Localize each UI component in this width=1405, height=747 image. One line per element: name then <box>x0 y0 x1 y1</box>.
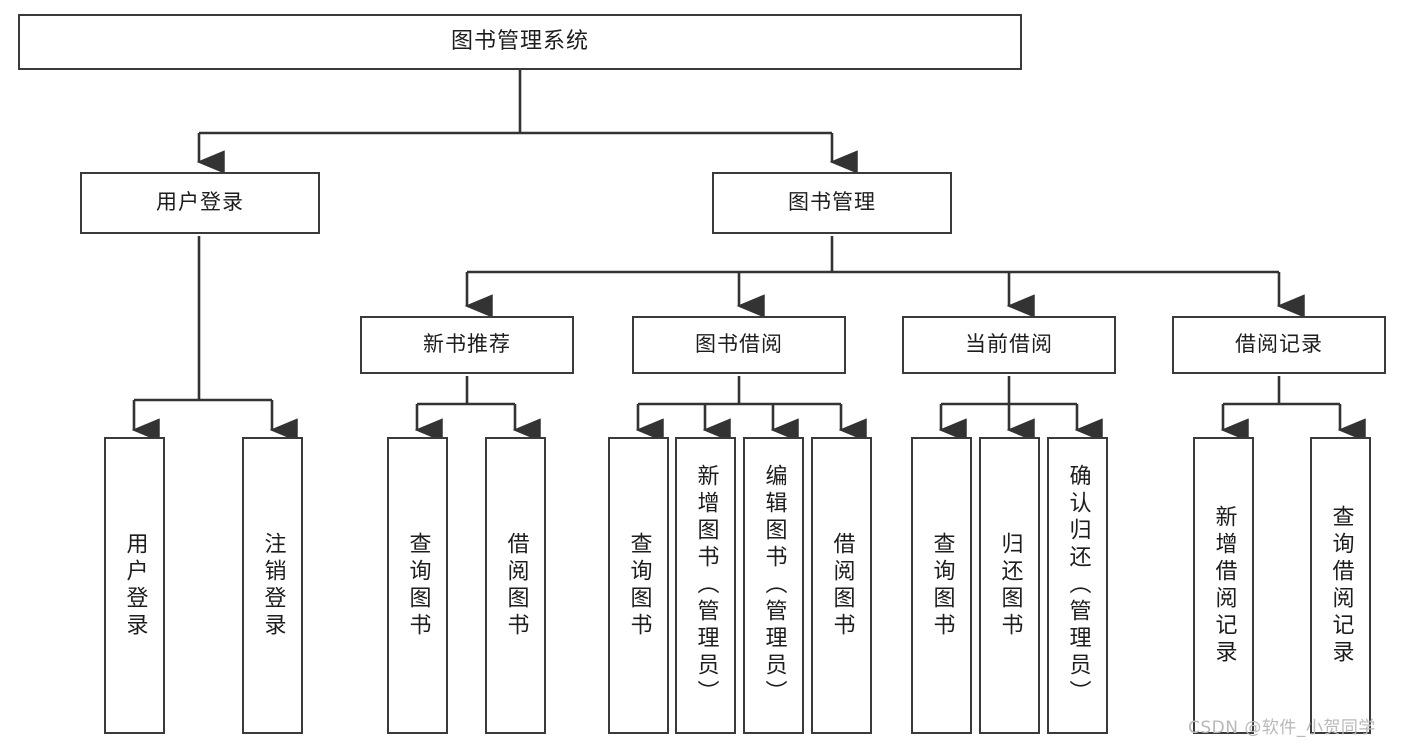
node-current-borrow-label: 当前借阅 <box>965 332 1053 357</box>
node-leaf-query-book-1-label: 查询图书 <box>405 531 431 640</box>
node-user-login-label: 用户登录 <box>156 190 244 215</box>
node-leaf-borrow-book-2[interactable]: 借阅图书 <box>811 437 872 734</box>
node-borrow-record-label: 借阅记录 <box>1235 332 1323 357</box>
watermark: CSDN @软件_小贺同学 <box>1188 718 1376 738</box>
node-book-management-label: 图书管理 <box>788 190 876 215</box>
node-leaf-query-book-2-label: 查询图书 <box>626 531 652 640</box>
node-leaf-borrow-book-1-label: 借阅图书 <box>503 531 529 640</box>
node-leaf-add-book[interactable]: 新增图书（管理员） <box>675 437 736 734</box>
node-book-management[interactable]: 图书管理 <box>712 172 952 234</box>
node-leaf-return-book-label: 归还图书 <box>997 531 1023 640</box>
node-leaf-logout-label: 注销登录 <box>260 531 286 640</box>
node-leaf-add-book-label: 新增图书（管理员） <box>693 464 719 707</box>
node-leaf-add-record[interactable]: 新增借阅记录 <box>1193 437 1254 734</box>
node-leaf-confirm-return[interactable]: 确认归还（管理员） <box>1047 437 1108 734</box>
node-leaf-return-book[interactable]: 归还图书 <box>979 437 1040 734</box>
node-root[interactable]: 图书管理系统 <box>18 14 1022 70</box>
node-root-label: 图书管理系统 <box>450 28 589 54</box>
node-leaf-query-record[interactable]: 查询借阅记录 <box>1310 437 1371 734</box>
node-leaf-query-book-3[interactable]: 查询图书 <box>911 437 972 734</box>
node-borrow-record[interactable]: 借阅记录 <box>1172 316 1386 374</box>
node-leaf-borrow-book-1[interactable]: 借阅图书 <box>485 437 546 734</box>
node-leaf-query-record-label: 查询借阅记录 <box>1328 504 1354 667</box>
node-leaf-add-record-label: 新增借阅记录 <box>1211 504 1237 667</box>
node-book-borrow[interactable]: 图书借阅 <box>632 316 846 374</box>
node-leaf-edit-book-label: 编辑图书（管理员） <box>761 464 787 707</box>
node-leaf-user-login-label: 用户登录 <box>122 531 148 640</box>
node-leaf-borrow-book-2-label: 借阅图书 <box>829 531 855 640</box>
node-leaf-query-book-2[interactable]: 查询图书 <box>608 437 669 734</box>
node-leaf-query-book-3-label: 查询图书 <box>929 531 955 640</box>
node-current-borrow[interactable]: 当前借阅 <box>902 316 1116 374</box>
node-user-login[interactable]: 用户登录 <box>80 172 320 234</box>
node-new-book-recommend[interactable]: 新书推荐 <box>360 316 574 374</box>
node-leaf-logout[interactable]: 注销登录 <box>242 437 303 734</box>
node-book-borrow-label: 图书借阅 <box>695 332 783 357</box>
node-leaf-query-book-1[interactable]: 查询图书 <box>387 437 448 734</box>
node-leaf-confirm-return-label: 确认归还（管理员） <box>1065 464 1091 707</box>
node-leaf-edit-book[interactable]: 编辑图书（管理员） <box>743 437 804 734</box>
node-new-book-recommend-label: 新书推荐 <box>423 332 511 357</box>
node-leaf-user-login[interactable]: 用户登录 <box>104 437 165 734</box>
